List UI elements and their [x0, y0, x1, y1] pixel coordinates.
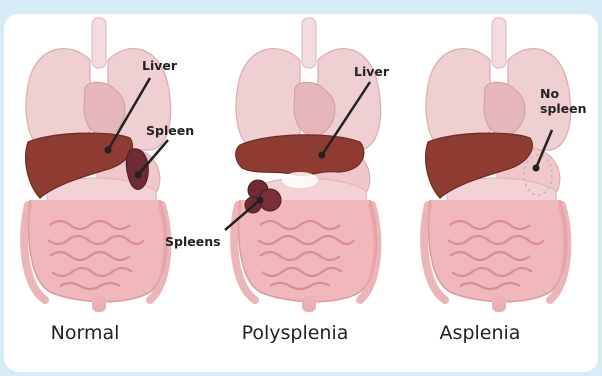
caption-asplenia: Asplenia	[390, 322, 570, 344]
spleen-label: Spleen	[146, 123, 194, 138]
panel-polysplenia: Liver Spleens Polysplenia	[200, 0, 400, 320]
panel-asplenia: No spleen Asplenia	[400, 0, 600, 320]
polysplenia-anatomy-illustration	[200, 0, 400, 320]
liver-label: Liver	[142, 58, 177, 73]
asplenia-anatomy-illustration	[400, 0, 600, 320]
caption-normal: Normal	[0, 322, 175, 344]
caption-polysplenia: Polysplenia	[205, 322, 385, 344]
spleens-label: Spleens	[165, 234, 221, 249]
no-spleen-label: No spleen	[540, 86, 590, 116]
normal-anatomy-illustration	[0, 0, 200, 320]
liver-label: Liver	[354, 64, 389, 79]
panel-normal: Liver Spleen Normal	[0, 0, 200, 320]
liver-shape	[236, 135, 364, 176]
